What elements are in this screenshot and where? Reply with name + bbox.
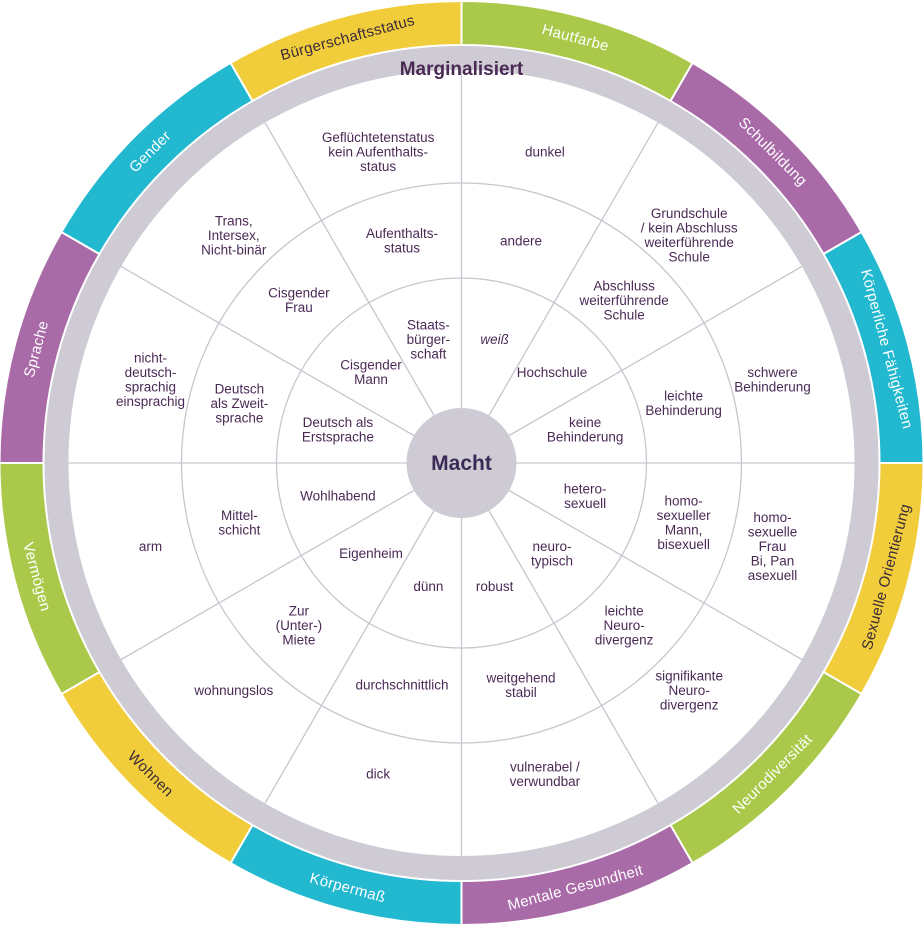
sector-spoke xyxy=(264,510,435,804)
inner-ring-label: weiß xyxy=(480,332,509,347)
sector-spoke xyxy=(508,489,803,661)
sector-spoke xyxy=(264,122,435,416)
inner-ring-label: Hochschule xyxy=(517,365,588,380)
outer-ring-label: dick xyxy=(366,767,390,782)
middle-ring-label: andere xyxy=(500,233,542,248)
sector-spoke xyxy=(120,265,415,437)
category-segment xyxy=(60,61,254,256)
inner-ring-label: Wohlhabend xyxy=(300,489,376,504)
inner-ring-label: neuro-typisch xyxy=(531,539,573,569)
sector-spoke xyxy=(488,122,659,416)
outer-ring-label: wohnungslos xyxy=(193,683,273,698)
inner-ring-label: Staats-bürger-schaft xyxy=(407,317,451,361)
middle-ring-label: durchschnittlich xyxy=(355,678,448,693)
outer-ring-label: arm xyxy=(139,539,162,554)
inner-ring-label: dünn xyxy=(413,579,443,594)
wheel-grid xyxy=(68,70,855,856)
marginalized-title: Marginalisiert xyxy=(400,59,524,80)
center-label: Macht xyxy=(431,452,492,475)
outer-ring-label: dunkel xyxy=(525,144,565,159)
inner-ring-label: robust xyxy=(476,579,514,594)
middle-ring-label: Zur(Unter-)Miete xyxy=(276,604,323,648)
middle-ring-label: Aufenthalts-status xyxy=(366,226,438,256)
marginalized-ring xyxy=(44,46,879,880)
inner-ring-label: Eigenheim xyxy=(339,546,403,561)
outer-ring-label: vulnerabel /verwundbar xyxy=(510,759,581,789)
sector-spoke xyxy=(508,265,803,437)
sector-spoke xyxy=(120,489,415,661)
center-circle xyxy=(406,408,517,518)
sector-spoke xyxy=(488,510,659,804)
inner-ring-label: hetero-sexuell xyxy=(564,481,607,511)
outer-ring-label: Trans,Intersex,Nicht-binär xyxy=(201,213,267,257)
middle-ring-label: Mittel-schicht xyxy=(218,508,260,538)
